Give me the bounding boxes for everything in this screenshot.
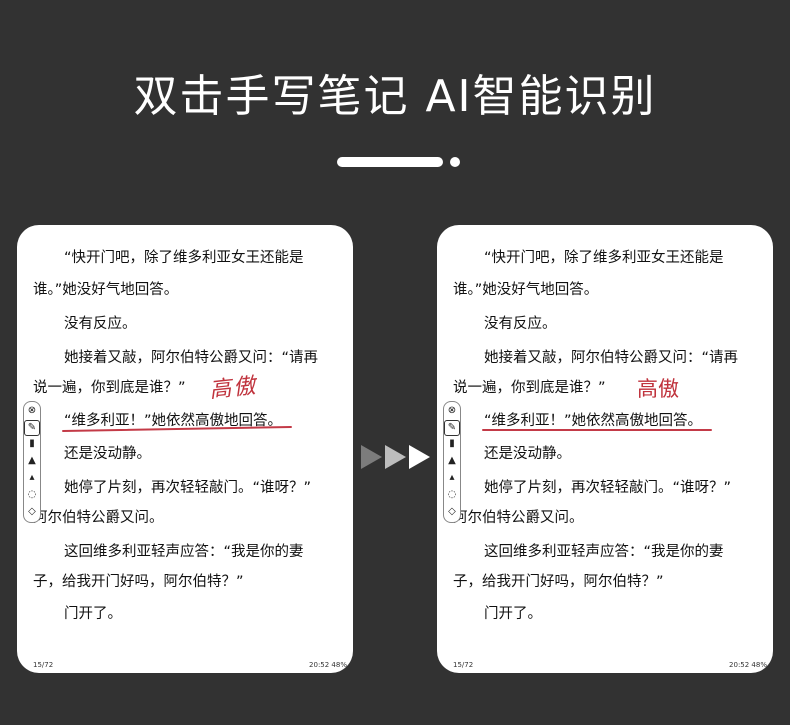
text-line: 说一遍，你到底是谁？” [453,380,606,396]
pen-toolbar: ⊗ ✎ ▮ ▲ ▴ ◌ ◇ [23,401,41,523]
recognized-note: 高傲 [637,377,679,401]
close-icon[interactable]: ⊗ [27,405,37,416]
text-line: 还是没动静。 [64,446,151,462]
reader-page-before: “快开门吧，除了维多利亚女王还能是 谁。”她没好气地回答。 没有反应。 她接着又… [17,225,353,673]
text-line: 阿尔伯特公爵又问。 [453,510,584,526]
lasso-icon[interactable]: ◌ [27,489,37,500]
text-line: 她接着又敲，阿尔伯特公爵又问：“请再 [484,350,739,366]
text-line: 没有反应。 [64,316,137,332]
marker-icon[interactable]: ▮ [449,438,455,449]
page-title: 双击手写笔记 AI智能识别 [133,71,657,122]
text-line: “快开门吧，除了维多利亚女王还能是 [484,250,724,266]
text-line: 子，给我开门好吗，阿尔伯特？” [453,574,664,590]
text-line: 她停了片刻，再次轻轻敲门。“谁呀？” [64,480,312,496]
text-line: 没有反应。 [484,316,557,332]
marker-icon[interactable]: ▮ [29,438,35,449]
pen-toolbar: ⊗ ✎ ▮ ▲ ▴ ◌ ◇ [443,401,461,523]
text-line: “维多利亚！”她依然高傲地回答。 [484,413,703,429]
decorative-bar [337,157,443,167]
text-line: 说一遍，你到底是谁？” [33,380,186,396]
pencil-icon[interactable]: ▴ [449,472,455,483]
brush-icon[interactable]: ▲ [448,455,456,466]
pen-icon[interactable]: ✎ [24,420,40,436]
text-line: 她接着又敲，阿尔伯特公爵又问：“请再 [64,350,319,366]
brush-icon[interactable]: ▲ [28,455,36,466]
text-line: 子，给我开门好吗，阿尔伯特？” [33,574,244,590]
page-number: 15/72 [453,661,474,669]
text-line: 阿尔伯特公爵又问。 [33,510,164,526]
text-line: 还是没动静。 [484,446,571,462]
status-readout: 20:52 48% [729,661,767,669]
eraser-icon[interactable]: ◇ [448,506,456,517]
text-line: 谁。”她没好气地回答。 [33,282,179,298]
close-icon[interactable]: ⊗ [447,405,457,416]
text-line: “快开门吧，除了维多利亚女王还能是 [64,250,304,266]
text-line: 谁。”她没好气地回答。 [453,282,599,298]
status-readout: 20:52 48% [309,661,347,669]
pencil-icon[interactable]: ▴ [29,472,35,483]
text-line: “维多利亚！”她依然高傲地回答。 [64,413,283,429]
pen-icon[interactable]: ✎ [444,420,460,436]
lasso-icon[interactable]: ◌ [447,489,457,500]
eraser-icon[interactable]: ◇ [28,506,36,517]
text-line: 这回维多利亚轻声应答：“我是你的妻 [64,544,304,560]
decorative-dot [450,157,460,167]
reader-page-after: “快开门吧，除了维多利亚女王还能是 谁。”她没好气地回答。 没有反应。 她接着又… [437,225,773,673]
arrow-right-icon [361,445,430,469]
text-line: 门开了。 [484,606,542,622]
handwritten-underline [482,429,712,431]
handwritten-note: 高傲 [208,373,259,404]
text-line: 这回维多利亚轻声应答：“我是你的妻 [484,544,724,560]
text-line: 她停了片刻，再次轻轻敲门。“谁呀？” [484,480,732,496]
page-number: 15/72 [33,661,54,669]
text-line: 门开了。 [64,606,122,622]
